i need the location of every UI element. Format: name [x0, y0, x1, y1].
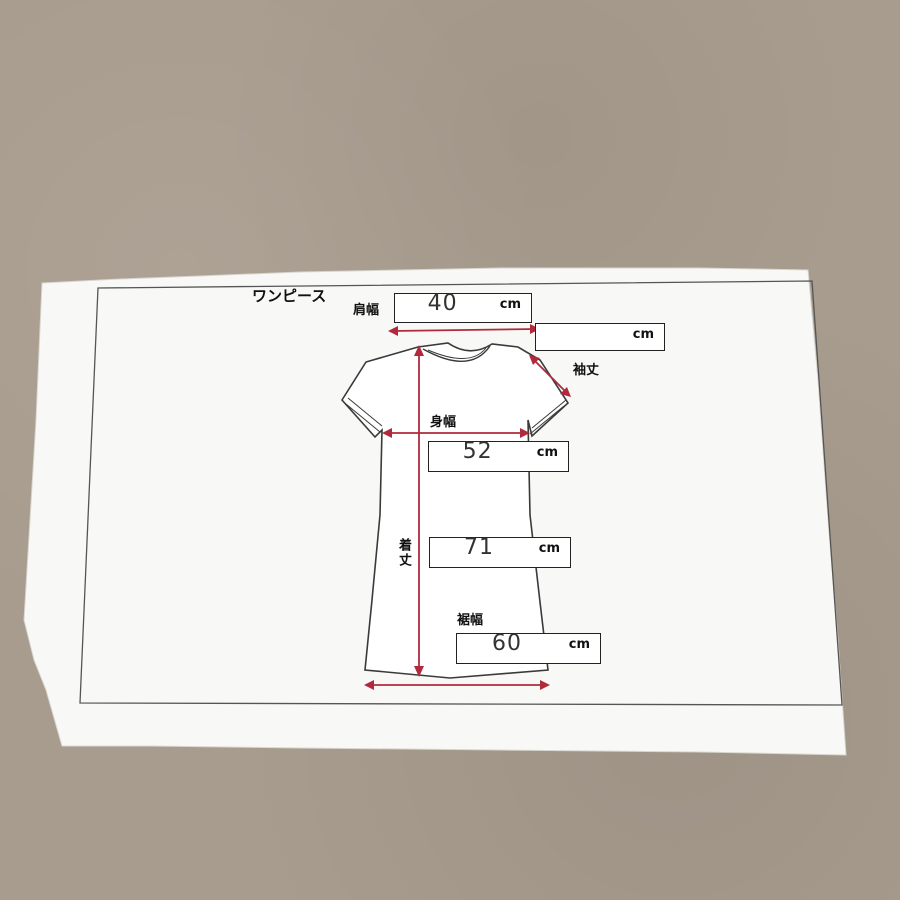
chest-field: 52 cm — [428, 439, 569, 472]
sleeve-field: cm — [535, 323, 665, 351]
sleeve-unit: cm — [632, 327, 654, 342]
chest-value: 52 — [462, 439, 493, 464]
arrowhead — [382, 428, 392, 438]
hem-label: 裾幅 — [457, 613, 484, 628]
hem-value: 60 — [492, 631, 523, 656]
shoulder-arrow — [391, 328, 537, 332]
left-cuff-line — [347, 397, 383, 427]
shoulder-value: 40 — [427, 291, 458, 316]
arrowhead — [540, 680, 550, 690]
hem-field: 60 cm — [456, 631, 601, 664]
shoulder-label: 肩幅 — [353, 303, 380, 318]
neckline-inner — [427, 347, 487, 359]
dress-illustration — [341, 342, 570, 679]
sleeve-arrow — [531, 357, 569, 395]
right-cuff — [529, 405, 565, 435]
hem-unit: cm — [568, 637, 590, 652]
arrowhead — [529, 355, 540, 365]
chest-unit: cm — [536, 445, 558, 460]
arrowhead — [414, 666, 424, 677]
chest-label: 身幅 — [430, 415, 457, 430]
paper — [23, 267, 847, 756]
arrowhead — [520, 428, 530, 438]
shoulder-unit: cm — [499, 297, 521, 312]
arrowhead — [414, 345, 424, 356]
arrowhead — [388, 326, 398, 336]
length-label: 着丈 — [396, 538, 411, 568]
arrowhead — [364, 680, 374, 690]
arrowhead — [560, 387, 571, 397]
length-field: 71 cm — [429, 535, 571, 568]
length-value: 71 — [464, 535, 494, 560]
neckline — [422, 345, 491, 362]
sleeve-label: 袖丈 — [573, 363, 600, 378]
length-unit: cm — [538, 541, 560, 556]
dress-outline — [341, 342, 570, 679]
right-cuff-line — [531, 399, 567, 429]
left-cuff — [345, 403, 381, 433]
garment-title: ワンピース — [252, 287, 327, 305]
shoulder-field: 40 cm — [394, 291, 532, 323]
